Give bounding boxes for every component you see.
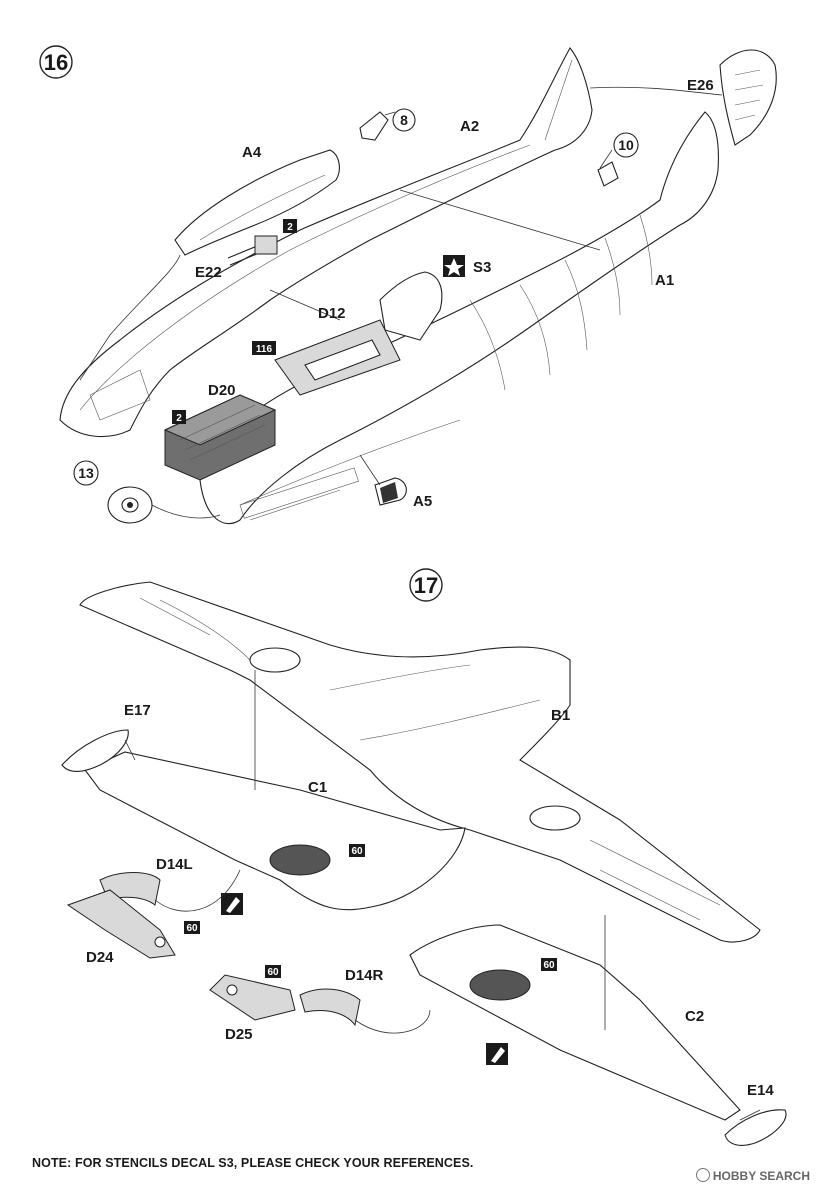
callout-10-circle [613, 132, 639, 158]
badge-60a-box [349, 844, 365, 857]
part-e17 [61, 729, 129, 772]
label-d14r: D14R [345, 967, 384, 984]
label-d12: D12 [318, 305, 346, 322]
stencil-note: NOTE: FOR STENCILS DECAL S3, PLEASE CHEC… [32, 1156, 474, 1170]
label-a2: A2 [460, 118, 479, 135]
badge-2a: 2 [287, 222, 293, 233]
label-d24: D24 [86, 949, 114, 966]
label-e14: E14 [747, 1082, 774, 1099]
cement-icon-2 [486, 1043, 508, 1065]
watermark-logo-icon [695, 1168, 710, 1182]
step-17-circle [409, 568, 443, 602]
step-17-guides [124, 670, 761, 1121]
badge-2a-box [283, 219, 297, 233]
part-e14 [724, 1109, 787, 1146]
badge-116-box [252, 341, 276, 355]
part-10 [597, 161, 619, 187]
label-d14l: D14L [156, 856, 193, 873]
part-c1-lower-left [84, 751, 466, 911]
step-16: 16 [39, 45, 777, 525]
step-17: 17 [61, 568, 787, 1146]
step-16-number: 16 [44, 50, 68, 75]
badge-60b-box [184, 921, 200, 934]
badge-60d-box [541, 958, 557, 971]
callout-13-circle [73, 460, 99, 486]
label-a1: A1 [655, 272, 674, 289]
label-c1: C1 [308, 779, 327, 796]
label-a4: A4 [242, 144, 262, 161]
cement-icon-1 [221, 893, 243, 915]
part-d20-block [163, 394, 277, 481]
callout-8: 8 [400, 112, 408, 128]
badge-2b-box [172, 410, 186, 424]
label-e22: E22 [195, 264, 222, 281]
badge-2b: 2 [176, 413, 182, 424]
badge-60c: 60 [267, 967, 279, 978]
part-e22-guns [227, 235, 278, 266]
callout-13: 13 [78, 465, 94, 481]
watermark-text: HOBBY SEARCH [712, 1169, 810, 1183]
part-a5 [374, 477, 407, 506]
part-b1-wing [79, 581, 761, 943]
watermark: HOBBY SEARCH [695, 1168, 810, 1183]
callout-8-circle [392, 108, 416, 132]
part-d12-inner [304, 339, 381, 381]
part-13-hub [107, 486, 153, 524]
part-8-bracket [359, 111, 389, 141]
part-a4-cowl [174, 149, 340, 256]
badge-60a: 60 [351, 846, 363, 857]
label-s3: S3 [473, 259, 491, 276]
label-b1: B1 [551, 707, 570, 724]
part-e26-rudder [719, 49, 777, 146]
label-d20: D20 [208, 382, 236, 399]
part-d14l-group [66, 872, 176, 959]
step-17-number: 17 [414, 573, 438, 598]
part-d14r-group [209, 974, 361, 1027]
decal-s3-marker [443, 255, 465, 277]
label-c2: C2 [685, 1008, 704, 1025]
badge-60b: 60 [186, 923, 198, 934]
badge-60d: 60 [543, 960, 555, 971]
part-c2-lower-right [409, 924, 741, 1121]
step-16-circle [39, 45, 73, 79]
step-16-guides [79, 86, 723, 519]
label-e17: E17 [124, 702, 151, 719]
label-a5: A5 [413, 493, 432, 510]
badge-116: 116 [256, 344, 273, 355]
cockpit-frame [379, 271, 443, 341]
badge-60c-box [265, 965, 281, 978]
callout-10: 10 [618, 137, 634, 153]
label-e26: E26 [687, 77, 714, 94]
label-d25: D25 [225, 1026, 253, 1043]
